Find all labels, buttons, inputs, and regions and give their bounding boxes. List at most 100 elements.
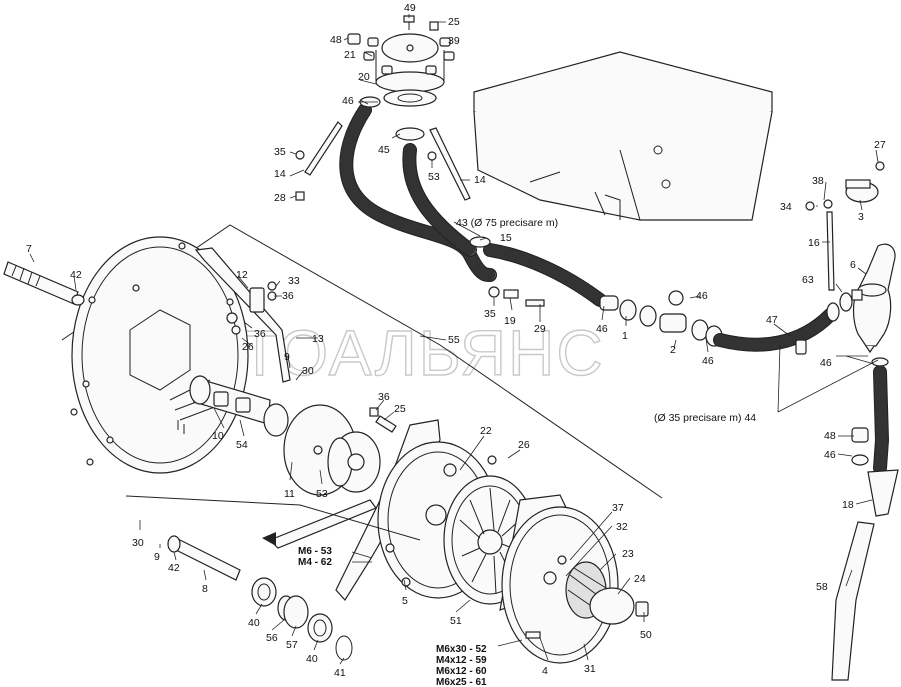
callout-14: 14 bbox=[274, 168, 286, 180]
callout-7: 7 bbox=[26, 243, 32, 255]
callout-11: 11 bbox=[284, 488, 295, 500]
callout-53-b: 53 bbox=[316, 488, 328, 500]
callout-58: 58 bbox=[816, 581, 828, 593]
callout-42-b: 42 bbox=[168, 562, 180, 574]
legend-m4-62: M4 - 62 bbox=[298, 557, 332, 568]
callout-26: 26 bbox=[242, 341, 254, 353]
callout-50: 50 bbox=[640, 629, 652, 641]
callout-8: 8 bbox=[202, 583, 208, 595]
circlip-41 bbox=[335, 635, 353, 661]
callout-14-right: 14 bbox=[474, 174, 486, 186]
hose-43 bbox=[339, 96, 607, 307]
screw-49 bbox=[403, 15, 415, 30]
cap-48-top bbox=[347, 33, 361, 45]
callout-63: 63 bbox=[802, 274, 814, 286]
callout-1: 1 bbox=[622, 330, 628, 342]
callout-38: 38 bbox=[812, 175, 824, 187]
belt-arrow bbox=[262, 499, 377, 549]
rod-16 bbox=[826, 211, 835, 291]
callout-9-b: 9 bbox=[154, 551, 160, 563]
shaft-8 bbox=[125, 495, 421, 581]
fastener-legend-screws: M6x30 - 52 M4x12 - 59 M6x12 - 60 M6x25 -… bbox=[436, 644, 487, 687]
callout-44: (Ø 35 precisare m) 44 bbox=[654, 412, 756, 424]
pipe-58 bbox=[831, 521, 875, 681]
callout-34: 34 bbox=[780, 201, 792, 213]
callout-55: 55 bbox=[448, 334, 460, 346]
callout-41: 41 bbox=[334, 667, 346, 679]
leader-lines bbox=[29, 14, 879, 665]
callout-35: 35 bbox=[274, 146, 286, 158]
callout-35-b: 35 bbox=[484, 308, 496, 320]
bolt-25-top bbox=[429, 21, 439, 31]
callout-40-b: 40 bbox=[306, 653, 318, 665]
callout-23: 23 bbox=[622, 548, 634, 560]
callout-32: 32 bbox=[616, 521, 628, 533]
callout-29: 29 bbox=[534, 323, 546, 335]
callout-46-f: 46 bbox=[824, 449, 836, 461]
callout-46-c: 46 bbox=[696, 290, 708, 302]
callout-30-b: 30 bbox=[132, 537, 144, 549]
callout-53: 53 bbox=[428, 171, 440, 183]
callout-40: 40 bbox=[248, 617, 260, 629]
callout-28: 28 bbox=[274, 192, 286, 204]
fittings-1-2 bbox=[488, 286, 723, 347]
legend-m6x30-52: M6x30 - 52 bbox=[436, 644, 487, 655]
callout-5: 5 bbox=[402, 595, 408, 607]
callout-33: 33 bbox=[288, 275, 300, 287]
bearing-40a bbox=[251, 577, 277, 607]
legend-m6x25-61: M6x25 - 61 bbox=[436, 677, 487, 687]
callout-25-b: 25 bbox=[394, 403, 406, 415]
hose-44 bbox=[713, 292, 853, 355]
callout-22: 22 bbox=[480, 425, 492, 437]
callout-31: 31 bbox=[584, 663, 596, 675]
callout-43: 43 (Ø 75 precisare m) bbox=[456, 217, 558, 229]
legend-m6-53: M6 - 53 bbox=[298, 546, 332, 557]
distributor-head bbox=[363, 33, 455, 107]
callout-36-b: 36 bbox=[254, 328, 266, 340]
knob-50 bbox=[635, 601, 649, 617]
callout-51: 51 bbox=[450, 615, 462, 627]
callout-10: 10 bbox=[212, 430, 224, 442]
callout-24: 24 bbox=[634, 573, 646, 585]
screw-25-36 bbox=[369, 407, 397, 433]
back-housing bbox=[61, 224, 663, 499]
callout-9: 9 bbox=[284, 351, 290, 363]
bearing-40b bbox=[307, 613, 333, 643]
callout-54: 54 bbox=[236, 439, 248, 451]
callout-15: 15 bbox=[500, 232, 512, 244]
callout-56: 56 bbox=[266, 632, 278, 644]
callout-20: 20 bbox=[358, 71, 370, 83]
cap-24 bbox=[589, 587, 635, 625]
hose-18 bbox=[851, 357, 899, 517]
callout-48: 48 bbox=[330, 34, 342, 46]
callout-30: 30 bbox=[302, 365, 314, 377]
callout-19: 19 bbox=[504, 315, 516, 327]
callout-18: 18 bbox=[842, 499, 854, 511]
callout-16: 16 bbox=[808, 237, 820, 249]
callout-45: 45 bbox=[378, 144, 390, 156]
callout-6: 6 bbox=[850, 259, 856, 271]
fastener-legend-small: M6 - 53 M4 - 62 bbox=[298, 546, 332, 568]
callout-47: 47 bbox=[766, 314, 778, 326]
callout-57: 57 bbox=[286, 639, 298, 651]
callout-13: 13 bbox=[312, 333, 324, 345]
shaft-7 bbox=[3, 261, 85, 306]
callout-46-b: 46 bbox=[596, 323, 608, 335]
coupling-10-54 bbox=[177, 375, 289, 437]
callout-39: 39 bbox=[448, 35, 460, 47]
callout-12: 12 bbox=[236, 269, 248, 281]
callout-26-b: 26 bbox=[518, 439, 530, 451]
callout-25: 25 bbox=[448, 16, 460, 28]
callout-36-c: 36 bbox=[378, 391, 390, 403]
callout-49: 49 bbox=[404, 2, 416, 14]
callout-labels: 49 25 48 39 21 20 46 45 53 35 14 28 14 4… bbox=[26, 2, 886, 679]
hub-53 bbox=[327, 431, 381, 493]
callout-4: 4 bbox=[542, 665, 548, 677]
callout-48-b: 48 bbox=[824, 430, 836, 442]
callout-21: 21 bbox=[344, 49, 356, 61]
cyclone-6 bbox=[851, 243, 896, 354]
legend-m6x12-60: M6x12 - 60 bbox=[436, 666, 487, 677]
callout-42: 42 bbox=[70, 269, 82, 281]
ring-57 bbox=[283, 595, 309, 629]
